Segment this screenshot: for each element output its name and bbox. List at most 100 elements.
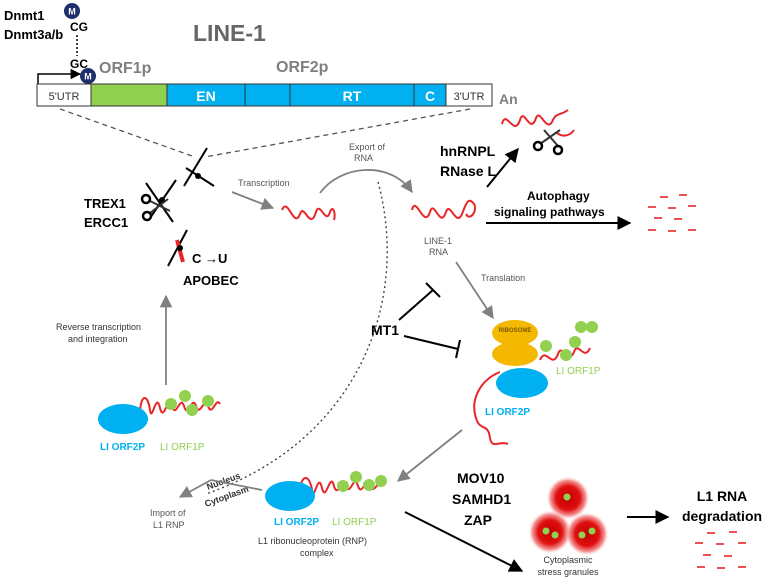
segment-3utr <box>445 83 493 107</box>
methyl-mark-top <box>64 3 80 19</box>
scissors-icon <box>140 193 171 222</box>
orf1p-rnp-dot-3 <box>363 479 375 491</box>
rt-integration-label-line2: and integration <box>68 334 128 344</box>
granule-dot-3 <box>551 531 559 539</box>
export-arrow <box>319 169 413 194</box>
orf2p-rnp-blob <box>265 481 315 511</box>
orf2p-nuclear-label: LI ORF2P <box>100 442 145 453</box>
dna-cut-site <box>145 147 215 267</box>
orf2p-rnp-label: LI ORF2P <box>274 517 319 528</box>
import-arrow <box>210 479 263 491</box>
orf1p-nuclear-dot-3 <box>186 404 198 416</box>
segment-c-label: C <box>425 88 435 104</box>
orf1p-nuclear-dot-1 <box>165 398 177 410</box>
segment-orf2-linker <box>244 83 291 107</box>
orf2p-ribo-blob <box>496 368 548 398</box>
gene-bar: 5'UTR EN RT C 3'UTR An <box>36 83 518 107</box>
autophagy-label-line2: signaling pathways <box>494 205 605 219</box>
rnase-arrow <box>486 147 519 188</box>
dnmt3-label: Dnmt3a/b <box>4 27 63 42</box>
ribosome-large-subunit <box>492 320 538 346</box>
degraded-rna-fragments-lower <box>695 531 746 569</box>
granules-label-line1: Cytoplasmic <box>543 555 593 565</box>
import-label-line2: L1 RNP <box>153 520 185 530</box>
rnp-label-line2: complex <box>300 548 334 558</box>
rnp-complex: LI ORF2P LI ORF1P L1 ribonucleoprotein (… <box>258 471 387 558</box>
degraded-rna-fragments-upper <box>648 194 696 232</box>
transcription-label: Transcription <box>238 178 290 188</box>
orf1p-rnp-dot-1 <box>337 480 349 492</box>
degradation-label-line2: degradation <box>682 508 762 524</box>
hnrnpl-label: hnRNPL <box>440 143 496 159</box>
import-label-line1: Import of <box>150 508 186 518</box>
orf1p-nuclear-dot-4 <box>202 395 214 407</box>
poly-a-label: An <box>499 91 518 107</box>
line1-rna-label-line1: LINE-1 <box>424 236 452 246</box>
granule-dot-5 <box>588 527 596 535</box>
transcription-arrow <box>231 191 275 210</box>
orf1p-ribo-dot-1 <box>540 340 552 352</box>
stress-granules: Cytoplasmic stress granules <box>528 476 609 577</box>
granule-dot-4 <box>578 531 586 539</box>
mov10-label: MOV10 <box>457 470 505 486</box>
mt1-label: MT1 <box>371 322 399 338</box>
promoter-arrow <box>37 68 82 84</box>
orf1p-rnp-dot-4 <box>375 475 387 487</box>
segment-5utr-label: 5'UTR <box>49 91 80 103</box>
cleaved-rna-squiggle <box>501 109 575 137</box>
segment-rt-label: RT <box>343 88 362 104</box>
trex1-label: TREX1 <box>84 196 126 211</box>
orf1p-rnp-label: LI ORF1P <box>332 517 377 528</box>
ercc1-label: ERCC1 <box>84 215 128 230</box>
orf2p-ribo-label: LI ORF2P <box>485 407 530 418</box>
orf1p-nuclear-label: LI ORF1P <box>160 442 205 453</box>
granule-dot-1 <box>563 493 571 501</box>
dna-junction-dot-3 <box>177 245 183 251</box>
rt-integration-label-line1: Reverse transcription <box>56 322 141 332</box>
degradation-label-line1: L1 RNA <box>697 488 748 504</box>
dna-strand-top-a <box>183 147 208 187</box>
mt1-inhibit-ribo <box>403 335 459 350</box>
export-label-line1: Export of <box>349 142 386 152</box>
orf1p-ribo-dot-2 <box>560 349 572 361</box>
segment-3utr-label: 3'UTR <box>454 91 485 103</box>
c-to-u-label: C →U <box>192 251 227 266</box>
line1-title: LINE-1 <box>193 20 266 46</box>
orf1p-ribo-label: LI ORF1P <box>556 366 601 377</box>
orf1p-rnp-dot-2 <box>350 471 362 483</box>
nuclear-rnp: LI ORF2P LI ORF1P <box>98 390 221 453</box>
zoom-line-right <box>204 108 471 158</box>
zoom-line-left <box>59 108 196 158</box>
translation-arrow <box>455 261 494 320</box>
ribosome-small-subunit <box>492 342 538 366</box>
export-label-line2: RNA <box>354 153 373 163</box>
stress-granule-3 <box>565 512 609 556</box>
import-arrow-head <box>178 479 212 498</box>
methyl-mark-bottom <box>80 68 96 84</box>
orf1p-nuclear-dot-2 <box>179 390 191 402</box>
scissors-cleavage-icon <box>532 129 564 156</box>
stress-granule-arrow <box>404 511 524 572</box>
mt1-inhibit-rna <box>398 289 434 321</box>
orf1p-ribo-dot-5 <box>586 321 598 333</box>
stress-granule-2 <box>528 510 572 554</box>
ribosome-label: RIBOSOME <box>499 328 532 334</box>
cg-site-label: CG <box>70 20 88 34</box>
nuclear-membrane <box>205 181 388 495</box>
nuclear-rna-squiggle <box>281 205 336 221</box>
granules-label-line2: stress granules <box>537 567 599 577</box>
methylation-group: Dnmt1 Dnmt3a/b M CG GC M <box>4 3 96 84</box>
granule-dot-2 <box>542 527 550 535</box>
translation-label: Translation <box>481 273 525 283</box>
mt1-inhibit-rna-bar <box>425 282 441 298</box>
segment-orf1 <box>90 83 168 107</box>
orf1p-ribo-dot-3 <box>569 336 581 348</box>
samhd1-label: SAMHD1 <box>452 491 511 507</box>
ribosome-complex: RIBOSOME LI ORF1P LI ORF2P <box>473 320 601 446</box>
gc-site-label: GC <box>70 57 88 71</box>
zap-label: ZAP <box>464 512 492 528</box>
methyl-mark-top-label: M <box>68 7 76 17</box>
rnp-label-line1: L1 ribonucleoprotein (RNP) <box>258 536 367 546</box>
